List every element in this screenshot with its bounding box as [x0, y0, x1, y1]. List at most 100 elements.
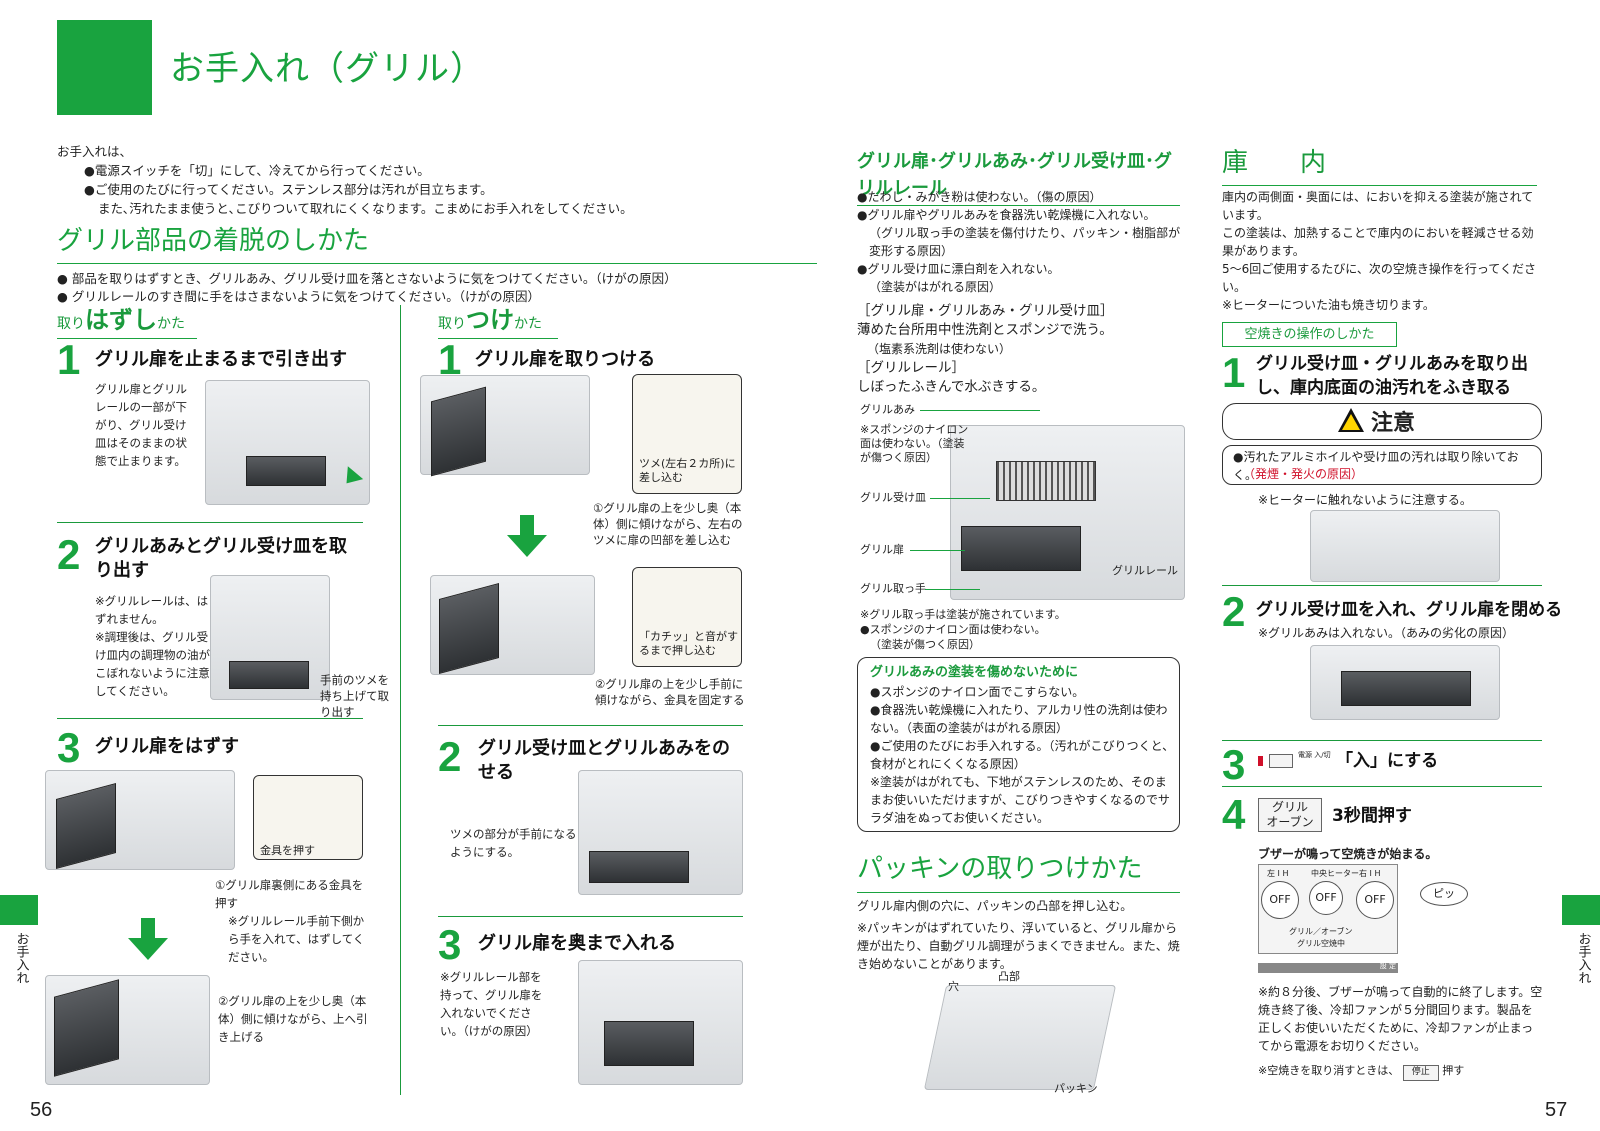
sub-step: ②グリル扉の上を少し手前に傾けながら、金具を固定する — [595, 677, 745, 707]
caution-header: 注意 — [1222, 403, 1542, 440]
page-number-left: 56 — [30, 1099, 53, 1121]
bullet: ●たわし・みがき粉は使わない。（傷の原因） — [857, 190, 1102, 204]
side-tab-label: お手入れ — [13, 932, 29, 984]
wash-note: （塩素系洗剤は使わない） — [867, 342, 1012, 356]
grill-door — [229, 661, 309, 689]
sub-step: ①グリル扉の上を少し奥（本体）側に傾けながら、左右のツメに扉の凹部を差し込む — [593, 501, 743, 547]
wash-head: ［グリルレール］ — [857, 360, 965, 376]
power-button[interactable] — [1269, 754, 1293, 768]
label-ami-note: ※スポンジのナイロン面は使わない。（塗装が傷つく原因） — [860, 423, 969, 464]
label-rail: グリルレール — [1112, 564, 1178, 577]
caution-body: ●汚れたアルミホイルや受け皿の汚れは取り除いておく。 （発煙・発火の原因） — [1222, 445, 1542, 485]
side-tab-label-right: お手入れ — [1575, 932, 1591, 984]
step-text: グリル受け皿とグリルあみをのせる — [478, 738, 730, 783]
step-divider — [1222, 740, 1542, 741]
inset-click: 「カチッ」と音がするまで押し込む — [632, 567, 742, 667]
arrow-icon — [338, 466, 364, 490]
intro-item: ●ご使用のたびに行ってください。ステンレス部分は汚れが目立ちます。 — [84, 182, 493, 197]
panel-grill-label: グリル／オーブン — [1289, 927, 1353, 936]
step-text: グリル受け皿を入れ、グリル扉を閉める — [1256, 600, 1563, 620]
step-note: ※グリルレール部を持って、グリル扉を入れないでください。（けがの原因） — [440, 970, 543, 1038]
caution-title: 注意 — [1371, 411, 1416, 436]
step-divider — [57, 522, 363, 523]
step-text: 「入」にする — [1336, 751, 1439, 771]
grill-net — [996, 461, 1096, 501]
note: ※グリルレールは、はずれません。 — [95, 594, 209, 626]
sub-step: ②グリル扉の上を少し奥（本体）側に傾けながら、上へ引き上げる — [218, 994, 368, 1044]
wash-head: ［グリル扉・グリルあみ・グリル受け皿］ — [857, 303, 1114, 319]
power-indicator — [1258, 756, 1263, 766]
grill-door — [1341, 671, 1471, 706]
attach-heading: 取りつけかた — [438, 302, 558, 339]
beep-bubble: ピッ — [1420, 882, 1468, 906]
step-divider — [57, 718, 363, 719]
grill-door — [961, 526, 1081, 571]
step-number: 3 — [57, 724, 81, 771]
step-note: ※グリルレールは、はずれません。 ※調理後は、グリル受け皿内の調理物の油がこぼれ… — [95, 592, 210, 700]
section1-bullets: ● 部品を取りはずすとき、グリルあみ、グリル受け皿を落とさないように気をつけてく… — [57, 270, 817, 306]
control-panel: 左 I H 中央ヒーター 右 I H OFF OFF OFF グリル／オーブン … — [1258, 864, 1398, 954]
step-text: 3秒間押す — [1332, 806, 1412, 826]
inset-label: 「カチッ」と音がするまで押し込む — [639, 630, 738, 657]
text: 庫内の両側面・奥面には、においを抑える塗装が施されています。 — [1222, 190, 1534, 222]
coating-care-box: グリルあみの塗装を傷めないために ●スポンジのナイロン面でこすらない。 ●食器洗… — [857, 657, 1180, 832]
bullet: ●グリル扉やグリルあみを食器洗い乾燥機に入れない。 — [857, 208, 1156, 222]
subhead-karayaki: 空焼きの操作のしかた — [1222, 322, 1397, 347]
step-text: グリル扉を止まるまで引き出す — [95, 349, 347, 370]
step-note: ※グリルあみは入れない。（あみの劣化の原因） — [1258, 626, 1515, 640]
bullet: （塗装がはがれる原因） — [869, 280, 1002, 294]
section2-notes: ※グリル取っ手は塗装が施されています。 ●スポンジのナイロン面は使わない。 （塗… — [860, 607, 1180, 652]
arrow-stem — [520, 515, 534, 537]
door-attach-illustration — [420, 375, 590, 477]
panel-col-label: 右 I H — [1359, 869, 1381, 878]
step-text: グリル扉をはずす — [95, 736, 239, 757]
step-text: グリル扉を奥まで入れる — [478, 933, 676, 954]
cancel-pre: ※空焼きを取り消すときは、 — [1258, 1064, 1400, 1077]
step-number: 3 — [438, 921, 462, 968]
packing-note: ※パッキンがはずれていたり、浮いていると、グリル扉から煙が出たり、自動グリル調理… — [857, 921, 1180, 971]
heater-note: ※ヒーターに触れないように注意する。 — [1258, 493, 1472, 507]
label-ami: グリルあみ — [860, 403, 915, 416]
leader-line — [910, 550, 965, 551]
step-divider — [438, 916, 743, 917]
sub-step: ①グリル扉裏側にある金具を押す — [215, 878, 364, 910]
step-number: 2 — [1222, 588, 1246, 635]
side-tab-marker-right — [1562, 895, 1600, 925]
heading-main: つけ — [466, 306, 514, 334]
inset-label: ツメ(左右２カ所)に差し込む — [639, 457, 736, 484]
box-item: ●ご使用のたびにお手入れする。（汚れがこびりつくと、食材がとれにくくなる原因） — [870, 739, 1175, 771]
heading-post: かた — [157, 316, 185, 332]
grill-door — [246, 456, 326, 486]
setting-label: 設 定 — [1379, 962, 1396, 970]
grill-door — [431, 386, 486, 477]
grill-door — [589, 851, 689, 883]
box-item: ●スポンジのナイロン面でこすらない。 — [870, 685, 1085, 699]
side-tab-marker — [0, 895, 38, 925]
sub-note: ※グリルレール手前下側から手を入れて、はずしてください。 — [228, 914, 365, 964]
text: この塗装は、加熱することで庫内のにおいを軽減させる効果があります。 — [1222, 226, 1534, 258]
bullet: ● グリルレールのすき間に手をはさまないように気をつけてください。（けがの原因） — [57, 289, 541, 304]
heading-post: かた — [514, 316, 542, 332]
panel-col-label: 左 I H — [1267, 869, 1289, 878]
door-fix-illustration — [430, 575, 595, 675]
button-label: オーブン — [1266, 815, 1314, 829]
caution-text: ●汚れたアルミホイルや受け皿の汚れは取り除いておく。 — [1233, 450, 1519, 482]
note: （塗装が傷つく原因） — [870, 638, 980, 651]
grill-oven-button[interactable]: グリル オーブン — [1258, 798, 1322, 832]
packing-text: グリル扉内側の穴に、パッキンの凸部を押し込む。 — [857, 899, 1133, 913]
page-title: お手入れ（グリル） — [170, 49, 485, 89]
wash-instructions: ［グリル扉・グリルあみ・グリル受け皿］ 薄めた台所用中性洗剤とスポンジで洗う。 … — [857, 302, 1187, 397]
step-text: グリル受け皿・グリルあみを取り出し、庫内底面の油汚れをふき取る — [1256, 354, 1528, 398]
grill-door — [439, 582, 499, 675]
stop-button[interactable]: 停止 — [1402, 1065, 1439, 1081]
box-items: ●スポンジのナイロン面でこすらない。 ●食器洗い乾燥機に入れたり、アルカリ性の洗… — [870, 683, 1175, 827]
title-color-block — [57, 20, 152, 115]
leader-line — [925, 589, 980, 590]
section2-bullets: ●たわし・みがき粉は使わない。（傷の原因） ●グリル扉やグリルあみを食器洗い乾燥… — [857, 188, 1187, 296]
caution-reason: （発煙・発火の原因） — [1243, 467, 1364, 481]
heading-pre: 取り — [438, 316, 466, 332]
door-closed-illustration — [1310, 645, 1500, 720]
intro-lead: お手入れは、 — [57, 144, 133, 159]
callout: 手前のツメを持ち上げて取り出す — [320, 673, 389, 719]
packing-illustration — [923, 985, 1117, 1090]
